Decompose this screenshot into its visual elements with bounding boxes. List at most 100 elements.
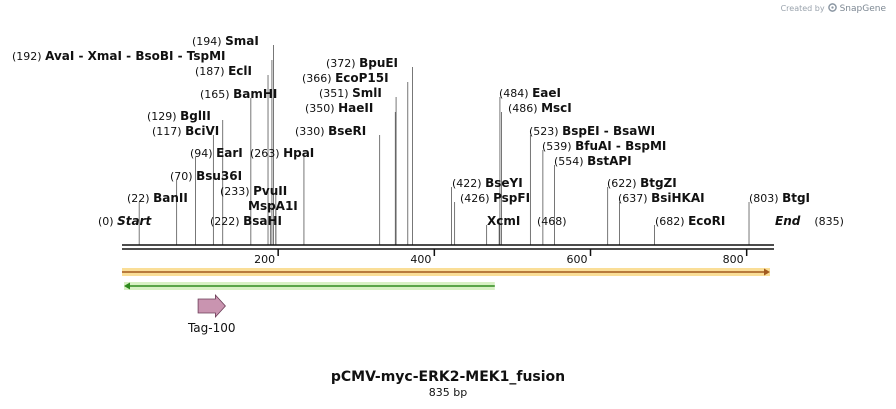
site-name: PvuII xyxy=(253,184,287,198)
site-label: (351) SmlI xyxy=(319,86,382,100)
site-name: BfuAI - BspMI xyxy=(575,139,666,153)
site-position: (486) xyxy=(508,102,541,115)
site-position: (70) xyxy=(170,170,196,183)
plasmid-size: 835 bp xyxy=(428,386,468,399)
site-name: XcmI xyxy=(487,214,520,228)
site-name: EcoRI xyxy=(688,214,725,228)
site-label: (192) AvaI - XmaI - BsoBI - TspMI xyxy=(12,49,226,63)
snapgene-logo-icon xyxy=(827,3,837,14)
site-name: BsaHI xyxy=(243,214,282,228)
site-position: (637) xyxy=(618,192,651,205)
site-name: EaeI xyxy=(532,86,561,100)
site-label: XcmI xyxy=(487,214,520,228)
green-feature-arrowhead xyxy=(124,282,130,290)
site-position: (366) xyxy=(302,72,335,85)
branding-prefix: Created by xyxy=(780,4,825,13)
site-position: (622) xyxy=(607,177,640,190)
tag-100-feature-label: Tag-100 xyxy=(187,321,236,335)
site-label: (554) BstAPI xyxy=(554,154,632,168)
site-position: (422) xyxy=(452,177,485,190)
site-position: (233) xyxy=(220,185,253,198)
site-name: PspFI xyxy=(493,191,530,205)
tag-100-feature-arrow xyxy=(197,293,226,319)
ruler-tick-label: 200 xyxy=(254,253,275,266)
site-label: End (835) xyxy=(775,214,844,228)
snapgene-branding: Created by SnapGene xyxy=(781,3,886,14)
ruler-tick-label: 400 xyxy=(410,253,431,266)
site-label: (330) BseRI xyxy=(295,124,366,138)
site-label: (523) BspEI - BsaWI xyxy=(529,124,655,138)
site-name: MspA1I xyxy=(248,199,298,213)
site-name: BglII xyxy=(180,109,211,123)
site-name: End xyxy=(775,214,801,228)
site-name: HpaI xyxy=(283,146,314,160)
site-label: (165) BamHI xyxy=(200,87,277,101)
site-label: (222) BsaHI xyxy=(210,214,282,228)
site-name: MscI xyxy=(541,101,572,115)
site-label: (539) BfuAI - BspMI xyxy=(542,139,666,153)
site-position: (803) xyxy=(749,192,782,205)
site-name: HaeII xyxy=(338,101,373,115)
site-position: (94) xyxy=(190,147,216,160)
site-position: (350) xyxy=(305,102,338,115)
site-position: (330) xyxy=(295,125,328,138)
site-labels-group: (0) Start(22) BanII(70) Bsu36I(94) EarI(… xyxy=(12,34,844,228)
site-position: (187) xyxy=(195,65,228,78)
site-name: BamHI xyxy=(233,87,277,101)
site-position: (426) xyxy=(460,192,493,205)
site-name: BseYI xyxy=(485,176,523,190)
site-label: (422) BseYI xyxy=(452,176,523,190)
orange-feature-arrowhead xyxy=(764,268,770,276)
site-label: (70) Bsu36I xyxy=(170,169,242,183)
site-label: MspA1I xyxy=(248,199,298,213)
site-label: (372) BpuEI xyxy=(326,56,398,70)
site-position: (484) xyxy=(499,87,532,100)
site-position: (194) xyxy=(192,35,225,48)
site-position: (0) xyxy=(98,215,117,228)
site-position: (835) xyxy=(814,215,844,228)
ruler-tick-label: 600 xyxy=(567,253,588,266)
site-position: (117) xyxy=(152,125,185,138)
site-label: (622) BtgZI xyxy=(607,176,677,190)
site-label: (366) EcoP15I xyxy=(302,71,389,85)
site-position: (539) xyxy=(542,140,575,153)
site-label: (637) BsiHKAI xyxy=(618,191,705,205)
site-name: BtgI xyxy=(782,191,810,205)
site-name: BanII xyxy=(153,191,188,205)
site-name: EcoP15I xyxy=(335,71,389,85)
site-name: BspEI - BsaWI xyxy=(562,124,655,138)
site-label: (350) HaeII xyxy=(305,101,373,115)
site-position: (22) xyxy=(127,192,153,205)
site-label: (233) PvuII xyxy=(220,184,287,198)
site-name: BciVI xyxy=(185,124,219,138)
site-label: (129) BglII xyxy=(147,109,211,123)
site-name: AvaI - XmaI - BsoBI - TspMI xyxy=(45,49,225,63)
features-group: Tag-100 xyxy=(122,268,770,335)
site-label: (426) PspFI xyxy=(460,191,530,205)
site-label: (187) EclI xyxy=(195,64,252,78)
site-label: (94) EarI xyxy=(190,146,243,160)
site-position: (263) xyxy=(250,147,283,160)
site-position: (165) xyxy=(200,88,233,101)
site-position: (554) xyxy=(554,155,587,168)
site-name: EclI xyxy=(228,64,252,78)
plasmid-name: pCMV-myc-ERK2-MEK1_fusion xyxy=(330,369,566,385)
site-position: (682) xyxy=(655,215,688,228)
site-name: SmaI xyxy=(225,34,259,48)
site-position: (523) xyxy=(529,125,562,138)
site-label: (682) EcoRI xyxy=(655,214,725,228)
site-name: Start xyxy=(117,214,152,228)
site-label: (194) SmaI xyxy=(192,34,259,48)
site-name: BsiHKAI xyxy=(651,191,705,205)
branding-name: SnapGene xyxy=(839,3,886,14)
site-name: BtgZI xyxy=(640,176,677,190)
site-name: SmlI xyxy=(352,86,382,100)
site-label: (803) BtgI xyxy=(749,191,810,205)
site-lines-group xyxy=(138,45,750,245)
site-label: (263) HpaI xyxy=(250,146,314,160)
site-position: (372) xyxy=(326,57,359,70)
site-label: (117) BciVI xyxy=(152,124,219,138)
site-name: BseRI xyxy=(328,124,366,138)
site-label: (468) xyxy=(537,215,567,228)
